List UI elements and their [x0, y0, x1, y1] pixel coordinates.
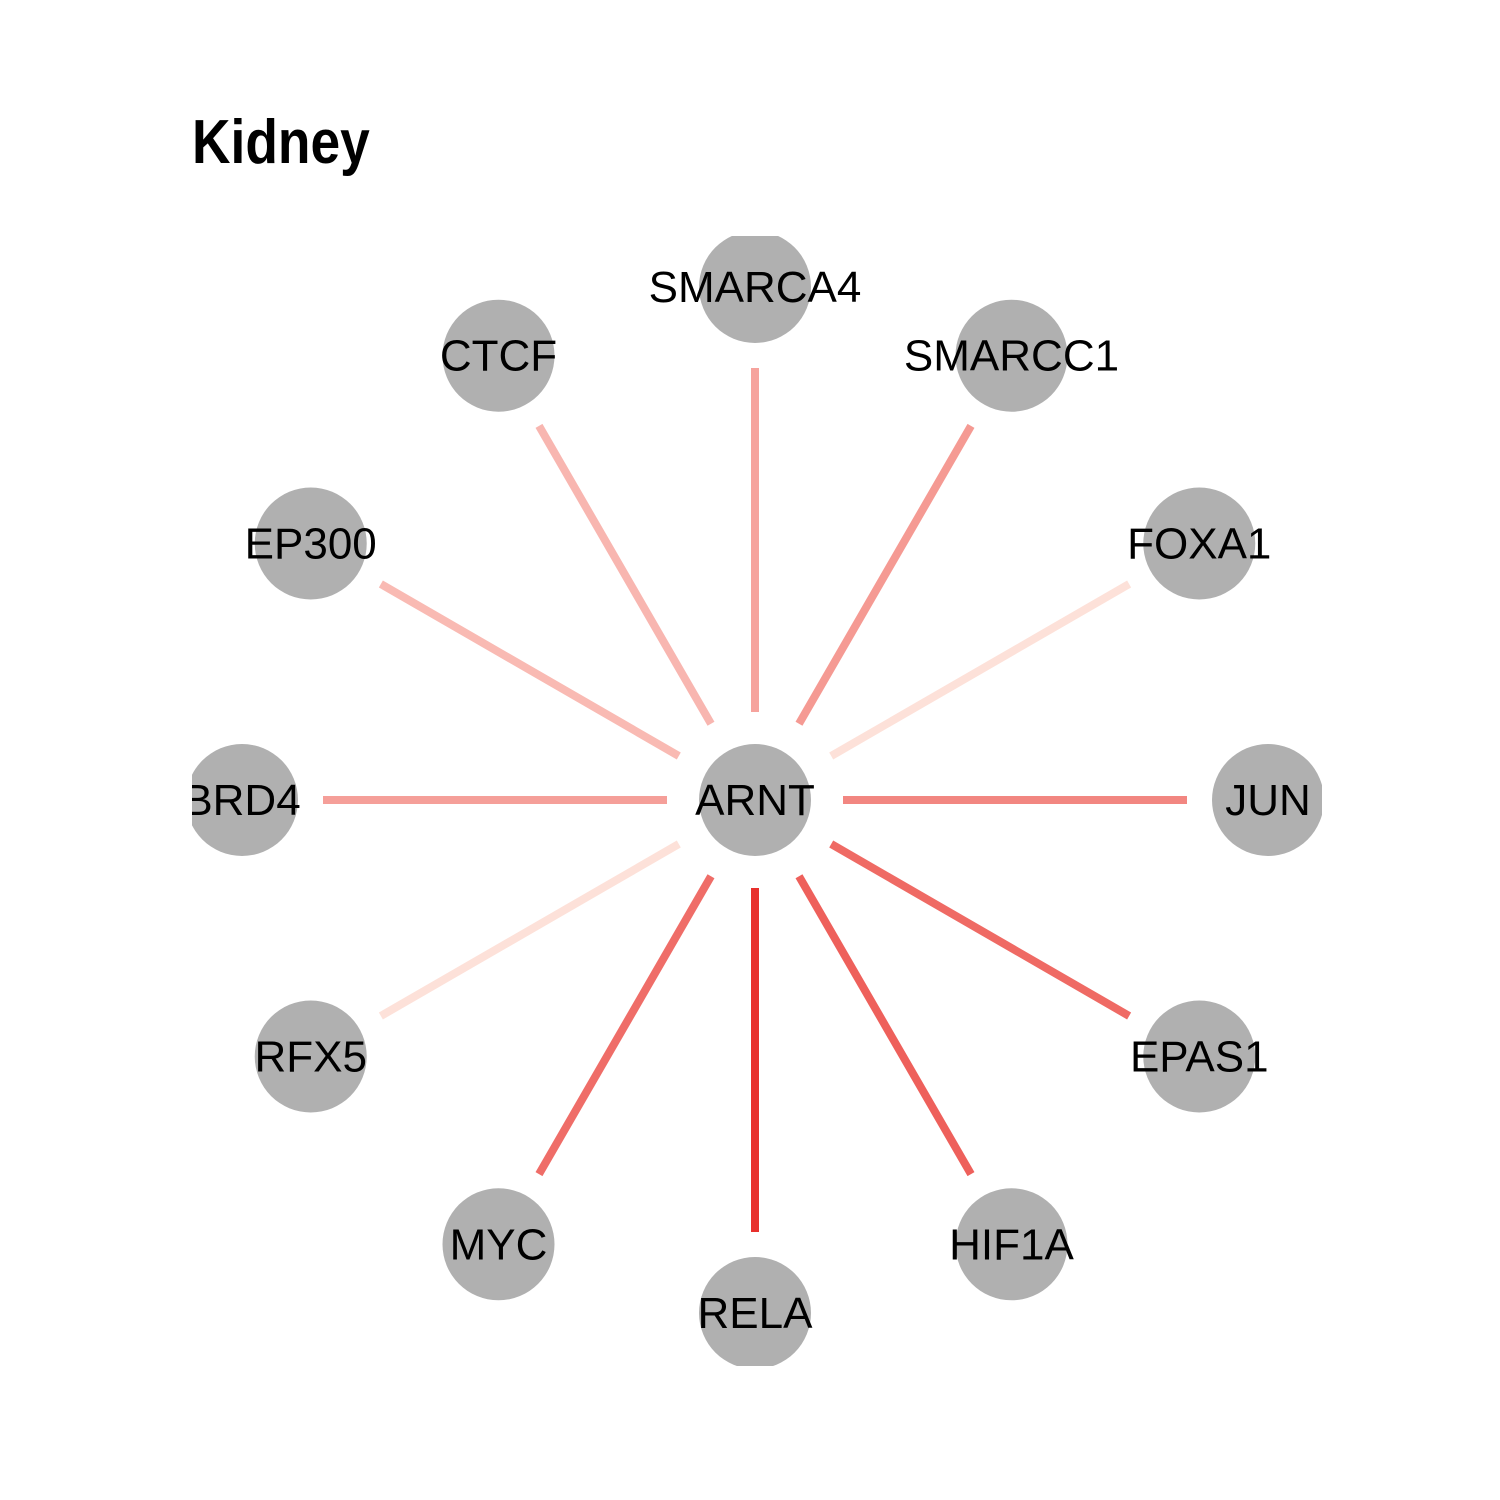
node-brd4: BRD4 — [183, 744, 301, 856]
node-label: ARNT — [695, 776, 815, 825]
edge-arnt-myc — [535, 874, 715, 1177]
node-circle — [699, 236, 811, 343]
edge-arnt-ep300 — [378, 580, 681, 760]
node-label: RELA — [698, 1289, 814, 1338]
node-circle — [955, 1188, 1068, 1301]
node-circle — [254, 487, 367, 600]
node-circle — [1212, 744, 1322, 856]
node-foxa1: FOXA1 — [1127, 487, 1271, 600]
edge-arnt-hif1a — [795, 874, 975, 1177]
node-label: JUN — [1225, 776, 1311, 825]
edge-arnt-foxa1 — [829, 580, 1132, 760]
node-smarca4: SMARCA4 — [649, 236, 862, 343]
node-hif1a: HIF1A — [949, 1188, 1074, 1301]
node-label: RFX5 — [254, 1033, 366, 1082]
node-circle — [1143, 487, 1256, 600]
edge-arnt-epas1 — [829, 840, 1132, 1020]
node-label: CTCF — [440, 332, 557, 381]
node-myc: MYC — [442, 1188, 555, 1301]
node-circle — [699, 744, 811, 856]
node-circle — [254, 1000, 367, 1113]
node-circle — [192, 744, 298, 856]
node-label: HIF1A — [949, 1220, 1074, 1269]
node-ctcf: CTCF — [440, 299, 557, 412]
node-label: SMARCA4 — [649, 263, 862, 312]
node-epas1: EPAS1 — [1130, 1000, 1269, 1113]
figure-title: Kidney — [192, 108, 370, 177]
node-rela: RELA — [698, 1257, 814, 1366]
node-ep300: EP300 — [245, 487, 377, 600]
node-rfx5: RFX5 — [254, 1000, 367, 1113]
node-circle — [955, 299, 1068, 412]
edge-arnt-rfx5 — [378, 840, 681, 1020]
edge-arnt-smarcc1 — [795, 423, 975, 726]
node-label: MYC — [450, 1220, 548, 1269]
node-circle — [442, 1188, 555, 1301]
node-label: BRD4 — [183, 776, 300, 825]
node-jun: JUN — [1212, 744, 1322, 856]
node-smarcc1: SMARCC1 — [904, 299, 1119, 412]
node-label: EPAS1 — [1130, 1033, 1269, 1082]
node-circle — [699, 1257, 811, 1366]
node-label: EP300 — [245, 520, 377, 569]
node-arnt: ARNT — [695, 744, 815, 856]
node-label: FOXA1 — [1127, 520, 1271, 569]
node-circle — [1143, 1000, 1256, 1113]
edge-layer — [323, 368, 1187, 1232]
node-label: SMARCC1 — [904, 332, 1119, 381]
edge-arnt-ctcf — [535, 423, 715, 726]
node-circle — [442, 299, 555, 412]
